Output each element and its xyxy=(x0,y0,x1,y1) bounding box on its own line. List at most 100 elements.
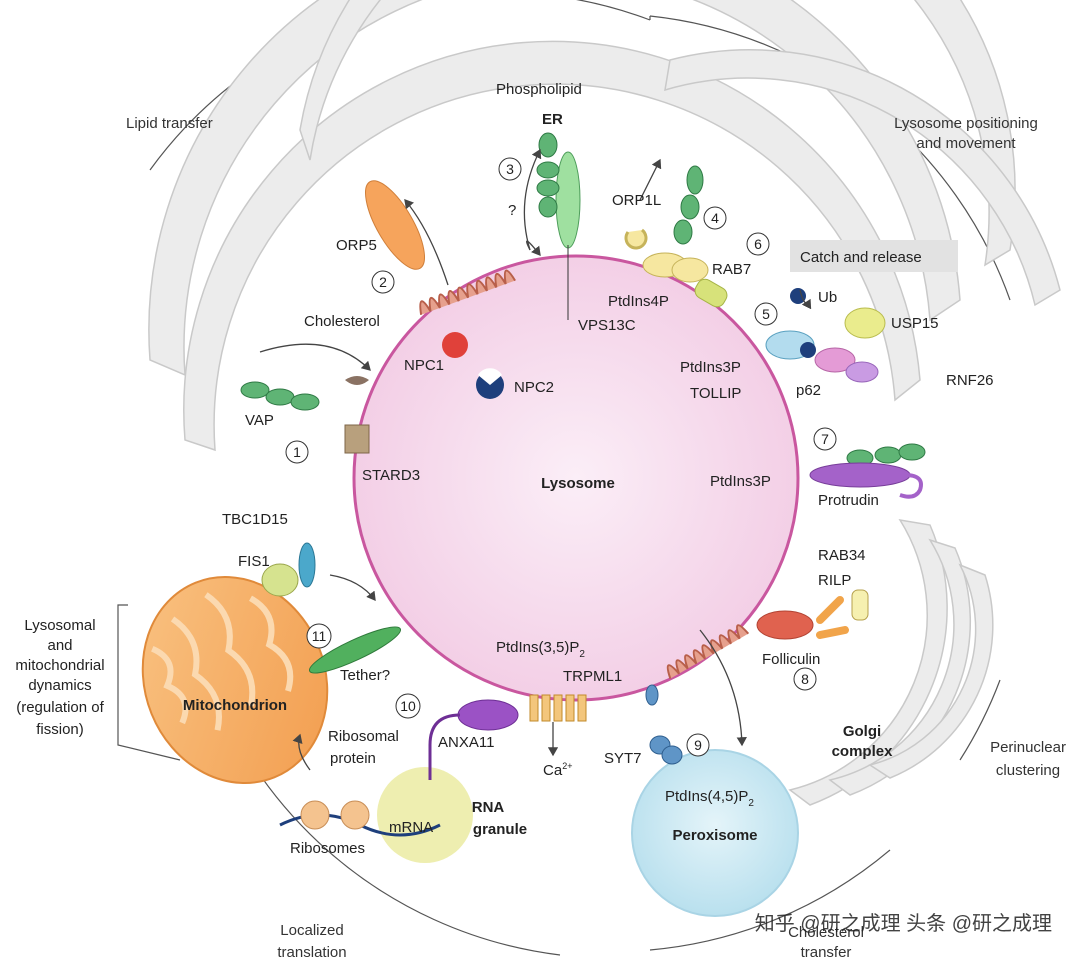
tether-protein xyxy=(308,626,402,674)
vps13c-protein xyxy=(555,151,581,249)
category-positioning-1: Lysosome positioning xyxy=(894,115,1038,132)
golgi-label-2: complex xyxy=(832,743,894,760)
label-stard3: STARD3 xyxy=(362,467,420,484)
step-2: 2 xyxy=(379,274,387,290)
label-ribosomal-protein-2: protein xyxy=(330,750,376,767)
label-ub: Ub xyxy=(818,289,837,306)
label-tether: Tether? xyxy=(340,667,390,684)
label-rab34: RAB34 xyxy=(818,547,866,564)
category-localized-2: translation xyxy=(277,944,346,961)
rab34-protein xyxy=(851,589,869,621)
label-folliculin: Folliculin xyxy=(762,651,820,668)
step-5: 5 xyxy=(762,306,770,322)
label-fis1: FIS1 xyxy=(238,553,270,570)
label-cholesterol: Cholesterol xyxy=(304,313,380,330)
lysosome xyxy=(352,254,800,702)
tbc1d15-protein xyxy=(298,542,316,588)
step-numbers: 1 2 3 4 5 6 7 8 9 10 11 xyxy=(285,157,837,757)
npc1-protein xyxy=(442,332,468,358)
label-ptdins3p-a: PtdIns3P xyxy=(680,359,741,376)
label-ptdins3p-b: PtdIns3P xyxy=(710,473,771,490)
orp5-protein xyxy=(365,180,425,270)
npc1-transmembrane xyxy=(419,269,516,315)
step-7: 7 xyxy=(821,431,829,447)
step-8: 8 xyxy=(801,671,809,687)
dyn-line-2: and xyxy=(47,637,72,654)
golgi-stacks xyxy=(788,518,994,806)
label-trpml1: TRPML1 xyxy=(563,668,622,685)
category-cholesterol-1: Cholesterol xyxy=(788,924,864,941)
label-tbc1d15: TBC1D15 xyxy=(222,511,288,528)
folliculin-protein xyxy=(756,610,814,640)
ribosomes-group xyxy=(279,800,441,837)
label-usp15: USP15 xyxy=(891,315,939,332)
label-protrudin: Protrudin xyxy=(818,492,879,509)
transfer-arrows xyxy=(259,148,812,771)
dyn-line-6: fission) xyxy=(36,721,84,738)
protein-labels: Phospholipid ? ORP5 ORP1L RAB7 PtdIns4P … xyxy=(222,81,994,857)
label-rnf26: RNF26 xyxy=(946,372,994,389)
step-10: 10 xyxy=(400,698,416,714)
label-ptdins4p: PtdIns4P xyxy=(608,293,669,310)
dyn-line-5: (regulation of xyxy=(16,699,104,716)
orp1l-rab7-complex xyxy=(624,228,728,308)
catch-release-label: Catch and release xyxy=(800,249,922,266)
label-npc2: NPC2 xyxy=(514,379,554,396)
catch-release-box xyxy=(790,240,958,272)
dyn-line-4: dynamics xyxy=(28,677,91,694)
rna-granule xyxy=(377,767,473,863)
peroxisome-label: Peroxisome xyxy=(672,827,757,844)
dyn-line-1: Lysosomal xyxy=(24,617,95,634)
watermark: 知乎 @研之成理 头条 @研之成理 xyxy=(755,912,1052,935)
category-perinuclear-1: Perinuclear xyxy=(990,739,1066,756)
rilp-protein xyxy=(816,596,849,639)
step-3: 3 xyxy=(506,161,514,177)
rna-granule-label-1: RNA xyxy=(472,799,505,816)
label-anxa11: ANXA11 xyxy=(438,734,494,751)
label-ptdins45p2: PtdIns(4,5)P2 xyxy=(665,788,754,809)
label-rilp: RILP xyxy=(818,572,851,589)
label-phospholipid: Phospholipid xyxy=(496,81,582,98)
label-ptdins35p2: PtdIns(3,5)P2 xyxy=(496,639,585,660)
label-npc1: NPC1 xyxy=(404,357,444,374)
category-positioning-2: and movement xyxy=(916,135,1016,152)
fis1-protein xyxy=(261,563,299,597)
label-ribosomal-protein-1: Ribosomal xyxy=(328,728,399,745)
trpml1-channel xyxy=(529,694,587,722)
label-tollip: TOLLIP xyxy=(690,385,741,402)
category-lipid-transfer: Lipid transfer xyxy=(126,115,213,132)
golgi-label-1: Golgi xyxy=(843,723,881,740)
label-mrna: mRNA xyxy=(389,819,433,836)
label-question: ? xyxy=(508,202,516,219)
label-orp1l: ORP1L xyxy=(612,192,661,209)
protrudin-protein xyxy=(809,462,911,488)
label-ca: Ca2+ xyxy=(543,761,572,779)
category-cholesterol-2: transfer xyxy=(801,944,852,961)
mitochondrion-label: Mitochondrion xyxy=(183,697,287,714)
er-anchor-proteins xyxy=(240,132,926,467)
anxa11-protein xyxy=(457,699,519,731)
label-ribosomes: Ribosomes xyxy=(290,840,365,857)
syt7-protein xyxy=(645,684,683,765)
er-membranes xyxy=(148,0,1061,452)
lower-transmembrane xyxy=(666,624,750,679)
rna-granule-label-2: granule xyxy=(473,821,527,838)
step-11: 11 xyxy=(312,628,327,644)
mitochondrion xyxy=(141,575,329,785)
stard3-protein xyxy=(344,424,370,454)
label-syt7: SYT7 xyxy=(604,750,642,767)
dyn-line-3: mitochondrial xyxy=(15,657,104,674)
label-vap: VAP xyxy=(245,412,274,429)
step-1: 1 xyxy=(293,444,301,460)
category-dynamics: Lysosomal and mitochondrial dynamics (re… xyxy=(15,617,104,738)
step-9: 9 xyxy=(694,737,702,753)
label-p62: p62 xyxy=(796,382,821,399)
label-vps13c: VPS13C xyxy=(578,317,636,334)
label-rab7: RAB7 xyxy=(712,261,751,278)
peroxisome xyxy=(631,749,799,917)
step-4: 4 xyxy=(711,210,719,226)
category-localized-1: Localized xyxy=(280,922,343,939)
er-label: ER xyxy=(542,111,563,128)
